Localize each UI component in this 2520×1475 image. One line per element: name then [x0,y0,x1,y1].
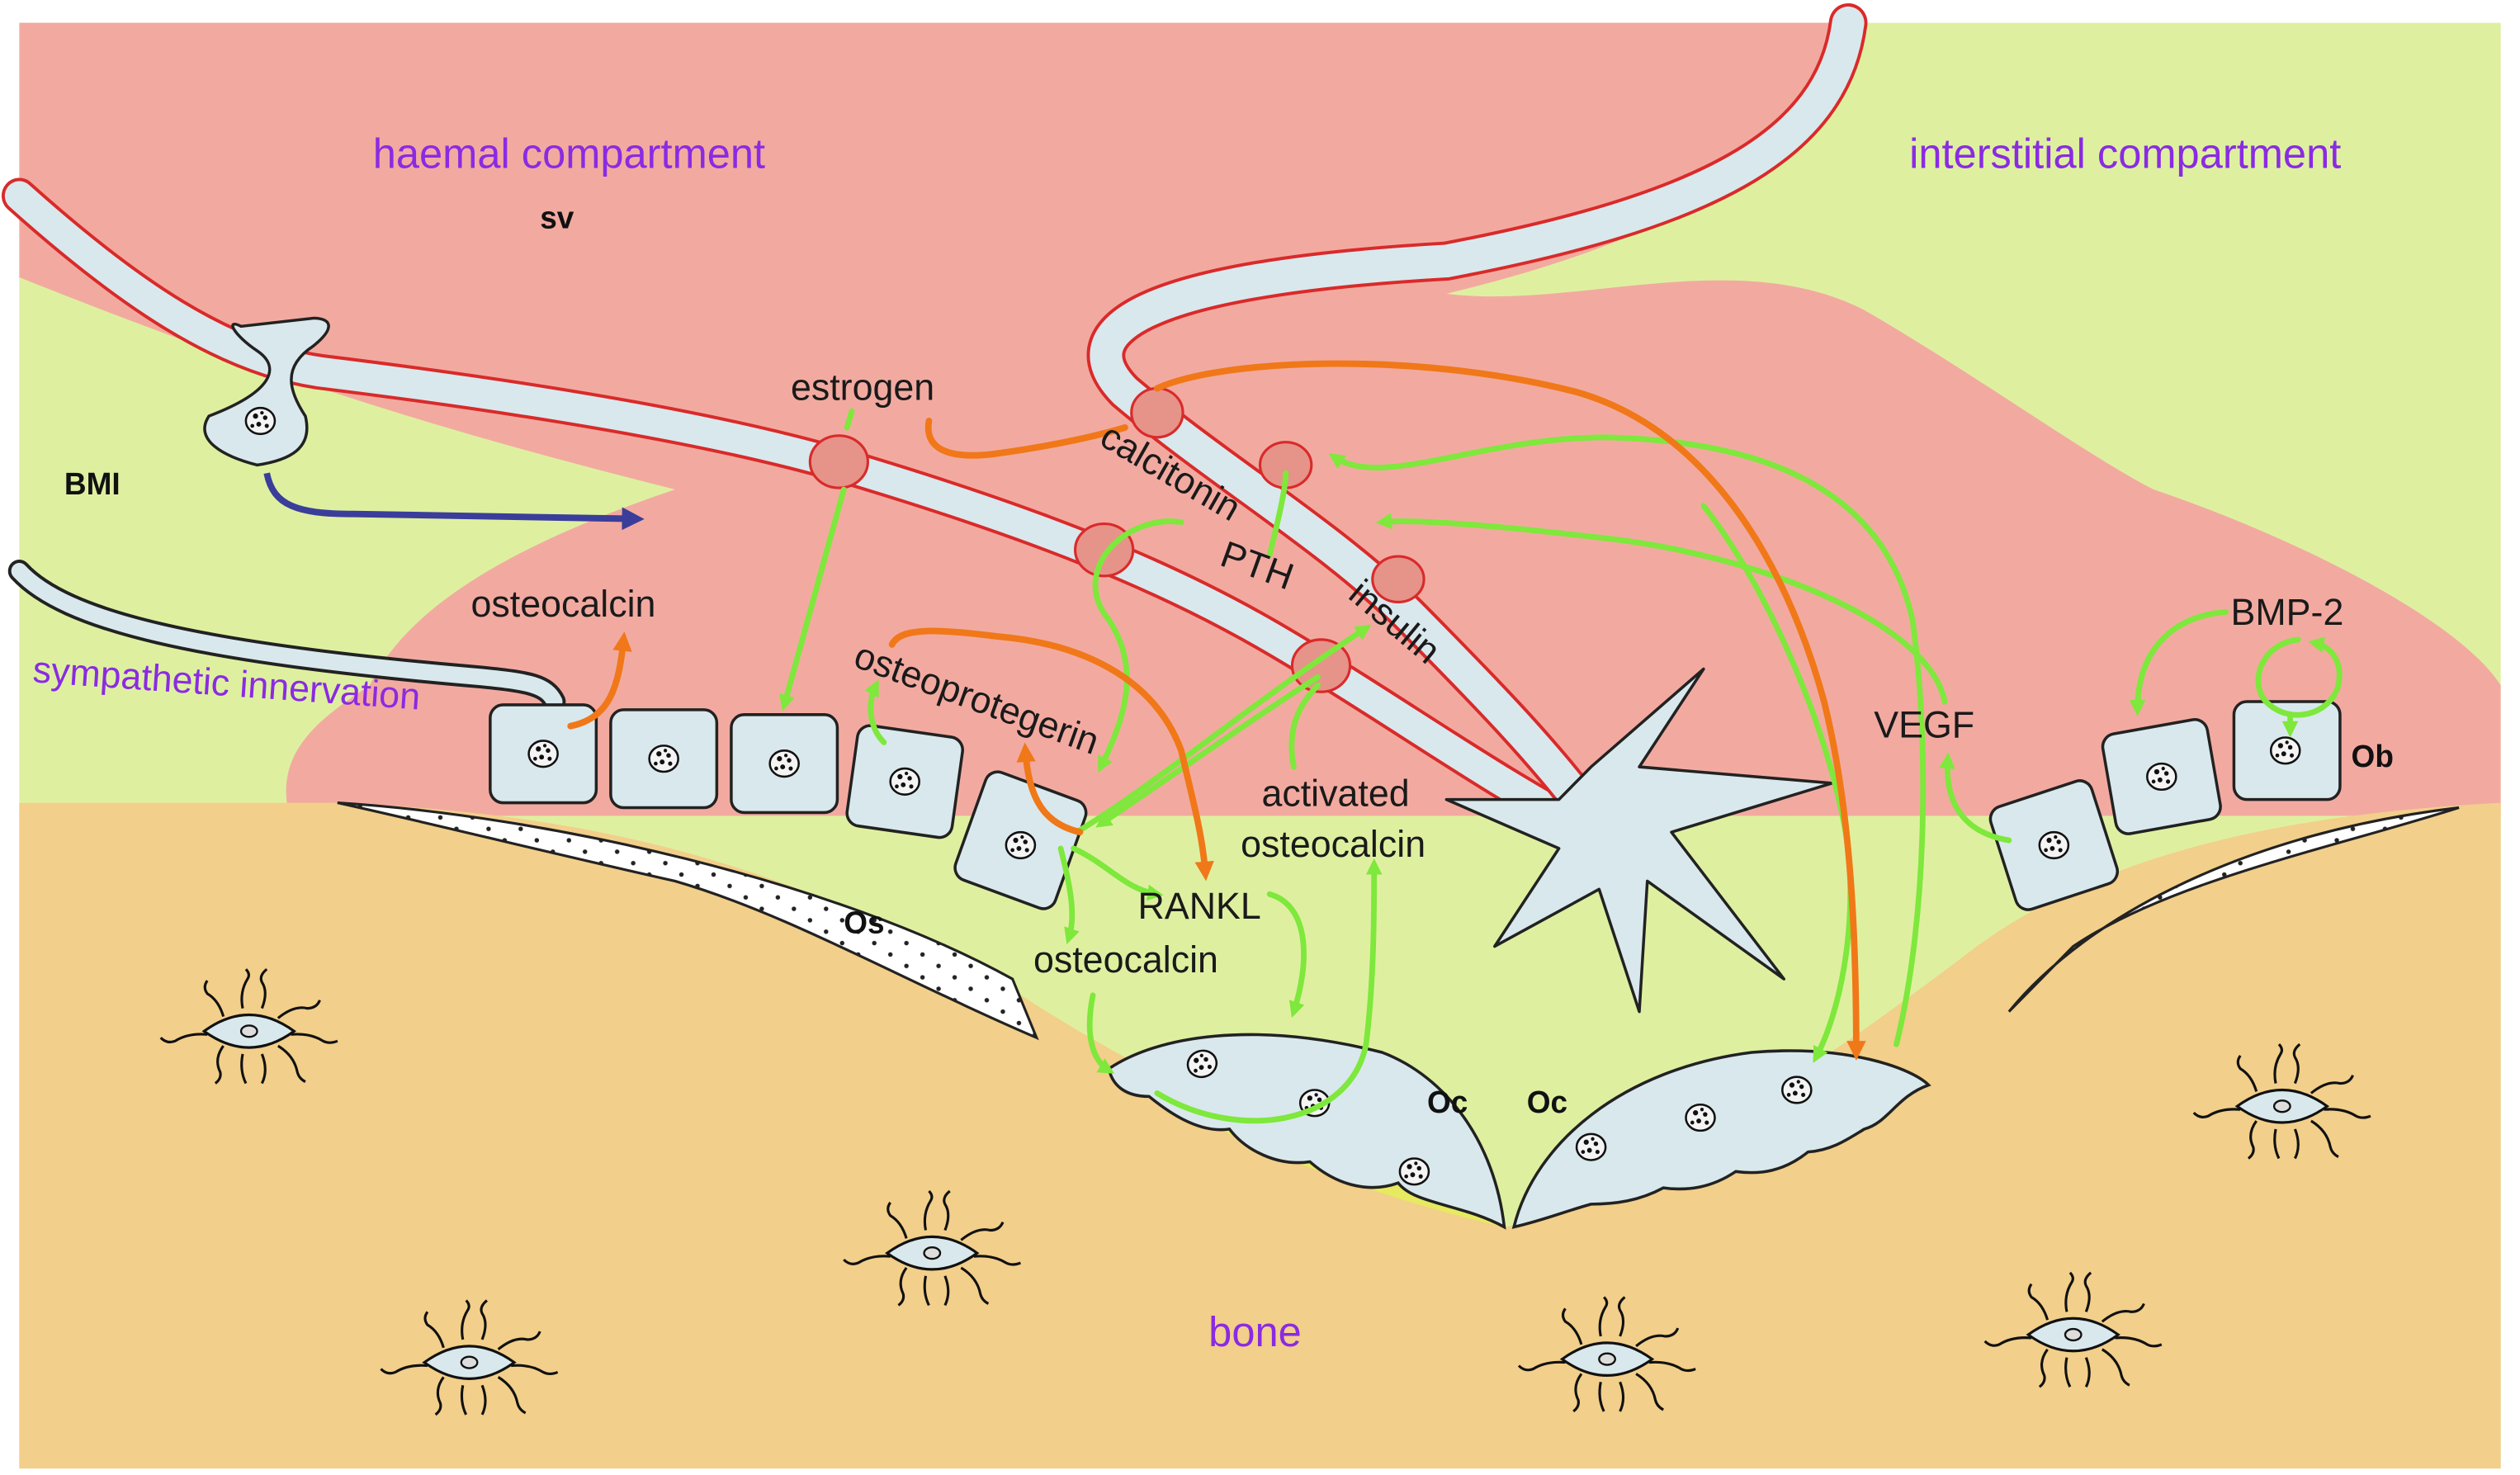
arrow-osteoprotegerin-to-osteoblast [864,679,887,745]
osteoclast-left [1107,1033,1506,1230]
osteoblast-cell [845,724,964,839]
arrow-neuro-signal [263,472,645,531]
arrow-osteoblast-to-vegf [1939,752,2012,844]
osteoblast-cell [730,713,839,815]
label-os: Os [844,905,884,939]
arrow-osteoblast-to-osteoprotegerin [1016,742,1084,836]
osteoclast-right [1511,1049,1931,1229]
osteocyte-star-cell [1444,667,1834,1014]
arrow-osteoblast-to-osteocalcin-top [567,631,632,730]
label-sv: sv [540,200,574,234]
osteoblast-cell [2232,700,2342,801]
arrow-estrogen-tick [844,408,855,431]
osteoblast-cell [953,770,1088,910]
arrow-osteoblast-to-rankl [1071,845,1164,901]
arrow-calcitonin-to-osteoclast [1153,360,1866,1061]
arrow-estrogen-to-osteoblast [778,486,847,711]
arrow-osteoblast-to-osteocalcin [1057,845,1080,945]
arrow-vegf-loop [1328,434,1927,1047]
arrow-rankl-to-osteoclast [1266,891,1307,1019]
label-osteocalcin-bottom: osteocalcin [1033,938,1218,981]
green-signals [778,408,2343,1124]
label-activated-line2: osteocalcin [1241,822,1425,864]
arrow-pth-from-vessel [1266,470,1289,558]
label-oc-right: Oc [1527,1085,1567,1119]
haemal-compartment [19,22,2501,816]
endothelial-hourglass-cell [203,316,330,467]
arrow-osteoprotegerin-to-rankl [888,627,1214,882]
label-interstitial-compartment: interstitial compartment [1909,130,2341,177]
label-bone: bone [1208,1307,1302,1354]
arrow-estrogen-to-calcitonin [924,418,1128,459]
label-osteocalcin-top: osteocalcin [470,583,655,625]
label-haemal-compartment: haemal compartment [373,130,765,177]
arrow-pth-to-osteoblast [1092,518,1184,773]
arrow-osteoblast-to-insulin [1074,624,1372,835]
arrow-osteocyte-to-vegf [1375,513,1948,705]
arrow-vessel-to-activated-osteocalcin [1288,682,1321,770]
label-vegf: VEGF [1874,703,1974,745]
vessel-receptors [808,386,1425,693]
label-bmi: BMI [64,466,121,501]
label-oc-left: Oc [1427,1085,1468,1119]
arrow-osteoclast-to-activated-osteocalcin [1154,858,1383,1124]
label-estrogen: estrogen [791,366,934,408]
arrow-bmp2-loop [2255,636,2343,718]
arrow-bmp2-to-osteoblast [2129,608,2229,716]
label-activated-line1: activated [1261,772,1409,814]
label-bmp2: BMP-2 [2231,591,2344,633]
osteoblast-cell [489,703,598,805]
label-rankl: RANKL [1138,885,1261,927]
label-ob: Ob [2352,739,2394,773]
osteoblast-cell [1988,779,2120,911]
orange-signals [567,360,1866,1061]
arrow-insulin-to-osteoblast [1095,674,1321,828]
osteoblast-row-left [489,703,1088,910]
arrow-osteocalcin-to-osteoclast [1086,992,1115,1074]
osteoblast-cell [2101,717,2222,835]
osteoblast-row-right [1988,700,2342,911]
osteoblast-cell [609,708,719,810]
